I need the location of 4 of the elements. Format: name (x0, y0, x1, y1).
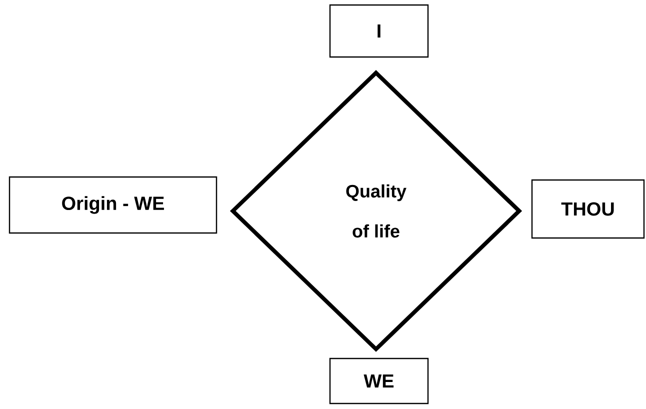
label-box: I (329, 4, 429, 58)
label-box: THOU (531, 179, 645, 239)
label-box: Origin - WE (8, 176, 218, 234)
label-box: WE (329, 358, 429, 404)
